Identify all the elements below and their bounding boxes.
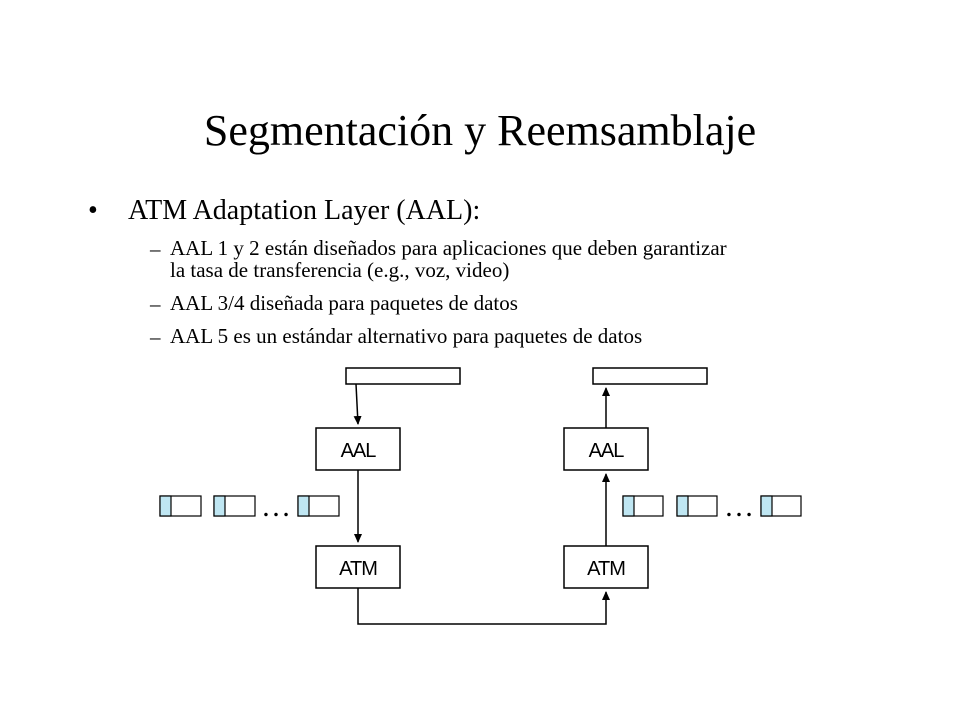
atm-cell-header xyxy=(213,495,226,517)
atm-cell-header xyxy=(760,495,773,517)
receiver-packet-buffer xyxy=(592,367,708,385)
atm-link-line xyxy=(357,588,610,625)
sender-atm-label: ATM xyxy=(339,558,377,580)
subbullet-dash: – xyxy=(150,325,161,349)
sender-atm-cells xyxy=(159,495,340,517)
receiver-ellipsis: … xyxy=(724,490,754,523)
sender-aal-label: AAL xyxy=(341,440,377,462)
subbullet-aal34: AAL 3/4 diseñada para paquetes de datos xyxy=(170,292,518,314)
sender-ellipsis: … xyxy=(261,490,291,523)
receiver-aal-box xyxy=(563,427,649,471)
atm-cell-header xyxy=(297,495,310,517)
subbullet-aal12: AAL 1 y 2 están diseñados para aplicacio… xyxy=(170,237,727,281)
subbullet-line: AAL 3/4 diseñada para paquetes de datos xyxy=(170,291,518,315)
subbullet-line: la tasa de transferencia (e.g., voz, vid… xyxy=(170,258,510,282)
receiver-atm-label: ATM xyxy=(587,558,625,580)
sender-atm-box xyxy=(315,545,401,589)
bullet-marker: • xyxy=(88,195,98,226)
subbullet-line: AAL 1 y 2 están diseñados para aplicacio… xyxy=(170,236,727,260)
slide-title: Segmentación y Reemsamblaje xyxy=(203,106,757,155)
atm-cell-header xyxy=(159,495,172,517)
receiver-aal-label: AAL xyxy=(589,440,625,462)
subbullet-dash: – xyxy=(150,292,161,316)
sender-arrow-to-aal xyxy=(353,383,362,425)
subbullet-line: AAL 5 es un estándar alternativo para pa… xyxy=(170,324,643,348)
subbullet-aal5: AAL 5 es un estándar alternativo para pa… xyxy=(170,325,642,347)
sender-packet-buffer xyxy=(345,367,461,385)
atm-cell-header xyxy=(622,495,635,517)
atm-cell-header xyxy=(676,495,689,517)
bullet-text: ATM Adaptation Layer (AAL): xyxy=(128,195,481,226)
receiver-atm-box xyxy=(563,545,649,589)
receiver-atm-cells xyxy=(622,495,802,517)
subbullet-dash: – xyxy=(150,237,161,261)
